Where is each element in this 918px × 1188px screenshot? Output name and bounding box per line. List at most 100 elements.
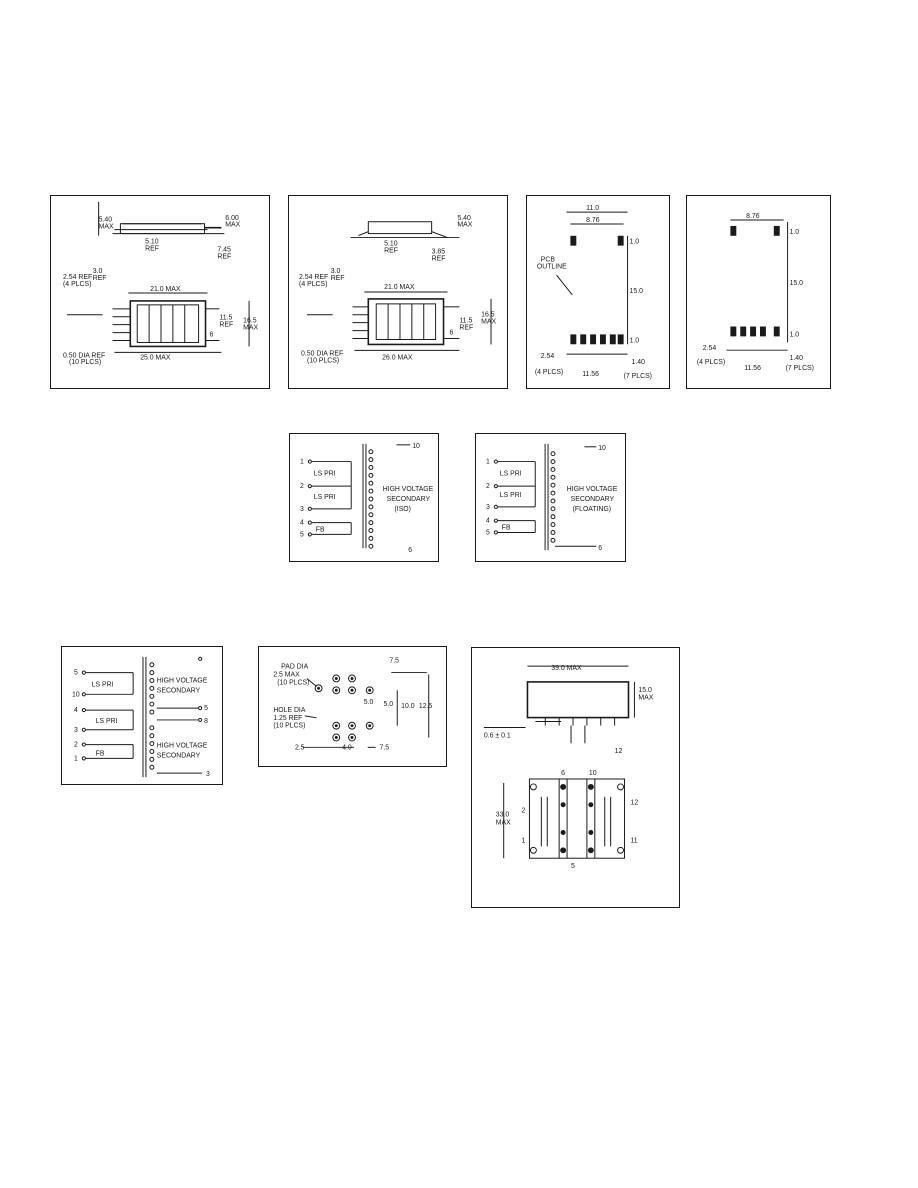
pin-left-3: 3 — [74, 727, 78, 734]
dim-hole-sub: (7 PLCS) — [624, 373, 652, 380]
dim-bottom: 11.56 — [582, 371, 599, 378]
dim-side-top-sub: MAX — [225, 222, 240, 229]
dim-side-pin-sub: REF — [217, 253, 231, 260]
pin-right-8: 8 — [204, 718, 208, 725]
schematic-dual-drawing: 5 10 4 3 2 1 LS PRI LS PRI FB HIGH VOLTA — [72, 656, 210, 778]
dim-top-width: 39.0 MAX — [551, 665, 582, 672]
dim-side-height-sub: MAX — [99, 224, 114, 231]
dim-pin-dia-sub: (10 PLCS) — [307, 357, 339, 364]
pin-top: 10 — [412, 443, 420, 450]
dim-width-top: 21.0 MAX — [150, 286, 181, 293]
dim-pitch: 2.54 — [703, 345, 717, 352]
ls-pri-1: LS PRI — [92, 681, 114, 688]
pin-4: 4 — [300, 520, 304, 527]
dim-left: 0.6 ± 0.1 — [484, 732, 511, 739]
dim-lead-ref: 3.0 — [331, 268, 341, 275]
dim-left-h-sub: MAX — [496, 820, 511, 827]
hole-dia-value: 1.25 REF — [273, 715, 302, 722]
drawing-pcb-layout-a: 11.0 8.76 1.0 15.0 1.0 PCB OUTLINE 2.54 … — [535, 205, 652, 380]
dim-h-max-sub: MAX — [481, 319, 496, 326]
pin-top: 10 — [598, 445, 606, 452]
dim-mid2: 10.0 — [401, 703, 415, 710]
pin-3: 3 — [486, 504, 490, 511]
sec-line-3: (FLOATING) — [573, 506, 611, 513]
dim-inner: 8.76 — [586, 217, 600, 224]
schematic-isolated-drawing: 10 1 2 3 4 5 LS PRI LS PRI FB HIGH VOLTA… — [300, 443, 434, 554]
dim-pin-dia: 0.50 DIA REF — [301, 350, 343, 357]
hole-dia-label: HOLE DIA — [273, 707, 306, 714]
pin-right-11: 11 — [630, 837, 637, 844]
ls-pri-2: LS PRI — [500, 492, 522, 499]
package-outline-drawing: 39.0 MAX 15.0 MAX 0.6 ± 0.1 12 6 10 33.0 — [484, 665, 654, 870]
dim-width-bottom: 26.0 MAX — [382, 354, 413, 361]
pin-bottom: 6 — [408, 547, 412, 554]
dim-top: 11.0 — [586, 205, 599, 212]
dim-side-pin-sub: REF — [432, 255, 446, 262]
dim-side-top: 6.00 — [225, 215, 239, 222]
sec1-line-2: SECONDARY — [157, 687, 201, 694]
sec-line-1: HIGH VOLTAGE — [383, 486, 434, 493]
dim-hole-sub: (7 PLCS) — [786, 365, 814, 372]
secondary-coil-1 — [149, 662, 155, 715]
dim-side-pin: 7.45 — [217, 246, 231, 253]
outline-pins — [529, 783, 625, 854]
pin-5: 5 — [300, 531, 304, 538]
secondary-coil — [550, 451, 556, 543]
dim-bottom: 11.56 — [744, 365, 761, 372]
footprint-holes — [314, 674, 374, 742]
panel-pcb-layout-a: 11.0 8.76 1.0 15.0 1.0 PCB OUTLINE 2.54 … — [526, 195, 670, 389]
pcb-footprint: PAD DIA 2.5 MAX (10 PLCS) HOLE DIA 1.25 … — [258, 646, 447, 767]
dim-width-bottom: 25.0 MAX — [140, 354, 171, 361]
pcb-footprint-drawing: PAD DIA 2.5 MAX (10 PLCS) HOLE DIA 1.25 … — [273, 658, 433, 752]
dim-pitch-sub: (4 PLCS) — [63, 281, 91, 288]
pad-dia-value: 2.5 MAX — [273, 672, 300, 679]
pin-right-top: 12 — [615, 748, 623, 755]
dim-pitch-sub: (4 PLCS) — [299, 281, 327, 288]
pin-left-10: 10 — [72, 691, 80, 698]
pin-right-5: 5 — [204, 705, 208, 712]
dim-right-h-sub: MAX — [638, 695, 653, 702]
dim-right-bot: 1.0 — [790, 331, 800, 338]
pcb-outline-label-sub: OUTLINE — [537, 263, 567, 270]
pin-2: 2 — [300, 483, 304, 490]
dim-pitch: 2.54 REF — [299, 274, 328, 281]
dim-mid1-b: 5.0 — [383, 701, 393, 708]
dim-pitch-sub: (4 PLCS) — [535, 369, 563, 376]
dim-h-max: 16.5 — [243, 318, 257, 325]
pin-1: 1 — [300, 459, 304, 466]
dim-side-pin: 3.85 — [432, 248, 446, 255]
pin-mid-5: 5 — [571, 863, 575, 870]
dim-right-mid: 15.0 — [630, 288, 644, 295]
dim-side-top-sub: MAX — [457, 222, 472, 229]
dim-h-ref: 11.5 — [219, 315, 232, 322]
sec-line-2: SECONDARY — [571, 496, 615, 503]
pin-2: 2 — [486, 483, 490, 490]
dim-small: 4.0 — [342, 744, 352, 751]
sec-line-1: HIGH VOLTAGE — [567, 486, 618, 493]
dim-lead-ref-sub: REF — [331, 275, 345, 282]
sec-line-3: (ISO) — [395, 506, 411, 513]
dim-right: 12.5 — [419, 703, 433, 710]
drawing-pcb-layout-b: 8.76 1.0 15.0 1.0 2.54 (4 PLCS) 11.56 1.… — [697, 213, 814, 372]
dim-side-ref-sub: REF — [145, 245, 159, 252]
schematic-dual-secondary: 5 10 4 3 2 1 LS PRI LS PRI FB HIGH VOLTA — [61, 646, 223, 785]
dim-hole: 1.40 — [790, 355, 804, 362]
pin-left-1: 1 — [74, 755, 78, 762]
dim-side-height: 5.40 — [99, 217, 113, 224]
pin-right-12: 12 — [630, 800, 638, 807]
secondary-coil — [368, 449, 374, 549]
ls-pri-2: LS PRI — [96, 718, 118, 725]
drawing-horizontal-package: 5.40 MAX 6.00 MAX 5.10 REF 7.45 REF 2.54… — [63, 201, 258, 366]
pin-label-6: 6 — [449, 330, 453, 337]
sec2-line-2: SECONDARY — [157, 752, 201, 759]
dim-lead-ref-sub: REF — [93, 275, 107, 282]
dim-pin-dia: 0.50 DIA REF — [63, 352, 105, 359]
fb-label: FB — [316, 526, 325, 533]
package-outline-large: 39.0 MAX 15.0 MAX 0.6 ± 0.1 12 6 10 33.0 — [471, 647, 680, 908]
sec-line-2: SECONDARY — [387, 496, 431, 503]
dim-h-max-sub: MAX — [243, 325, 258, 332]
dim-side-ref: 5.10 — [384, 240, 398, 247]
dim-bottom-2: 7.5 — [380, 744, 390, 751]
dim-left-h: 33.0 — [496, 812, 510, 819]
dim-top: 8.76 — [746, 213, 760, 220]
